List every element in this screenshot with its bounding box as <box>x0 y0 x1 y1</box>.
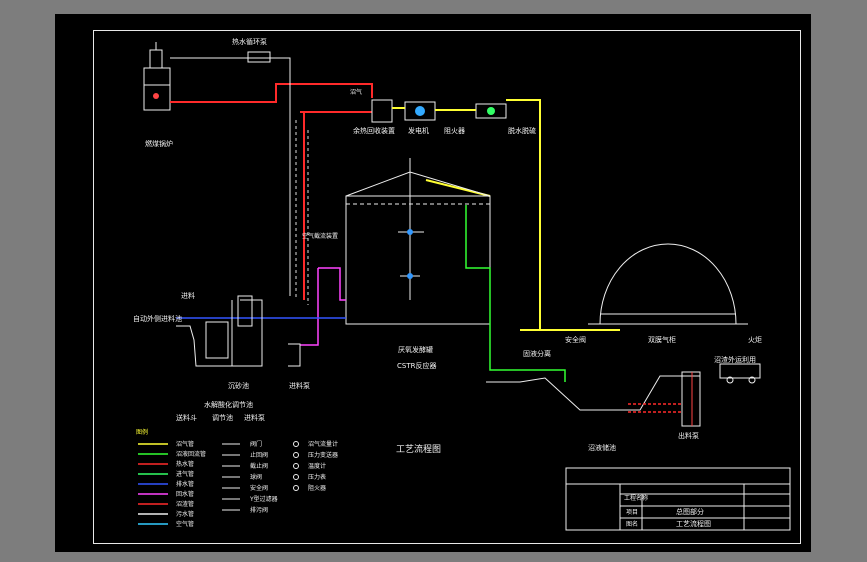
generator-group <box>371 99 507 123</box>
legend-symbol-label: 止回阀 <box>250 451 268 459</box>
truck <box>719 363 761 384</box>
pipe-label-biogas: 沼气 <box>350 88 362 96</box>
legend-line-label: 沼气管 <box>176 440 194 448</box>
title-block-row3-label: 图名 <box>626 520 638 528</box>
legend-symbol-label: 阀门 <box>250 440 262 448</box>
legend-symbol-label: 球阀 <box>250 473 262 481</box>
gas-holder <box>588 243 748 325</box>
legend-line-label: 排水管 <box>176 480 194 488</box>
mixer-blade-upper <box>407 229 413 235</box>
title-block-row1: 工程名称 <box>624 494 648 502</box>
boiler <box>143 42 171 111</box>
generator-label: 发电机 <box>408 126 429 135</box>
mixer-blade-lower <box>407 273 413 279</box>
legend-instrument-sample <box>293 441 299 447</box>
title-block-row2-label: 项目 <box>626 509 638 516</box>
top-hot-water-pipe <box>170 51 291 296</box>
title-block <box>565 467 791 531</box>
flare-label: 火炬 <box>748 336 762 344</box>
legend-line-label: 沼渣管 <box>176 500 194 508</box>
legend-instrument-sample <box>293 474 299 480</box>
drawing-border <box>93 30 801 544</box>
pump-room-label: 进料泵 <box>289 381 310 390</box>
legend-instrument-sample <box>293 452 299 458</box>
legend-instrument-sample <box>293 463 299 469</box>
sludge-discharge <box>628 403 682 413</box>
legend-line-label: 沼液回流管 <box>176 450 206 458</box>
process-title: 工艺流程图 <box>396 443 441 455</box>
legend-instrument-label: 压力变送器 <box>308 451 338 459</box>
digester-tank <box>345 158 491 325</box>
legend-line-label: 热水管 <box>176 460 194 468</box>
biogas-pipes <box>392 99 620 331</box>
caption-left: 送料斗 <box>176 413 197 422</box>
legend-symbol-label: 安全阀 <box>250 484 268 492</box>
separator-label: 固液分离 <box>523 349 551 358</box>
feed-port-label: 进料 <box>181 291 195 300</box>
hot-water-pipes <box>170 83 373 300</box>
legend-instrument-label: 温度计 <box>308 462 326 470</box>
tank-main-label: 厌氧发酵罐 <box>398 345 433 354</box>
legend-symbol-label: 截止阀 <box>250 462 268 470</box>
separator-pump-label: 出料泵 <box>678 431 699 440</box>
outdoor-use-label: 沼渣外运利用 <box>714 355 756 364</box>
title-block-row3-value: 工艺流程图 <box>676 519 711 528</box>
legend-line-label: 空气管 <box>176 520 194 528</box>
dashed-lines <box>295 120 309 305</box>
sludge-pond-label: 沼液储池 <box>588 443 616 452</box>
legend-title: 图例 <box>136 428 148 436</box>
return-pipe <box>465 205 566 382</box>
hydrolysis-label: 水解酸化调节池 <box>204 400 253 409</box>
legend-line-label: 进气管 <box>176 470 194 478</box>
sludge-pond <box>486 371 701 427</box>
legend-instrument-label: 压力表 <box>308 473 326 481</box>
feed-pits <box>176 295 301 367</box>
waste-heat-label: 余热回收装置 <box>353 126 395 135</box>
fire-arrester-label: 阻火器 <box>444 126 465 135</box>
gas-holder-label: 双膜气柜 <box>648 335 676 344</box>
legend-line-label: 回水管 <box>176 490 194 498</box>
legend-symbol-label: 排污阀 <box>250 506 268 514</box>
regulating-label: 调节池 <box>212 413 233 422</box>
feed-pipes <box>300 267 346 346</box>
legend-symbol-label: Y型过滤器 <box>249 495 278 503</box>
legend-instrument-sample <box>293 485 299 491</box>
dewatering-label: 脱水脱硫 <box>508 126 536 135</box>
legend-instrument-label: 阻火器 <box>308 484 326 492</box>
tank-sub-label: CSTR反应器 <box>397 361 436 370</box>
legend-instrument-label: 沼气流量计 <box>308 440 338 448</box>
boiler-label: 燃煤锅炉 <box>145 139 173 148</box>
title-block-row2-value: 总图部分 <box>676 507 704 516</box>
air-vent-label: 空气截流装置 <box>302 232 338 240</box>
outside-feed-label: 自动外侧进料池 <box>133 314 182 323</box>
legend-line-label: 污水管 <box>176 510 194 518</box>
heat-pump-label: 热水循环泵 <box>232 37 267 46</box>
drawing-sheet <box>55 14 811 552</box>
safety-valve-label: 安全阀 <box>565 335 586 344</box>
grit-pit-label: 沉砂池 <box>228 381 249 390</box>
caption-right: 进料泵 <box>244 413 265 422</box>
